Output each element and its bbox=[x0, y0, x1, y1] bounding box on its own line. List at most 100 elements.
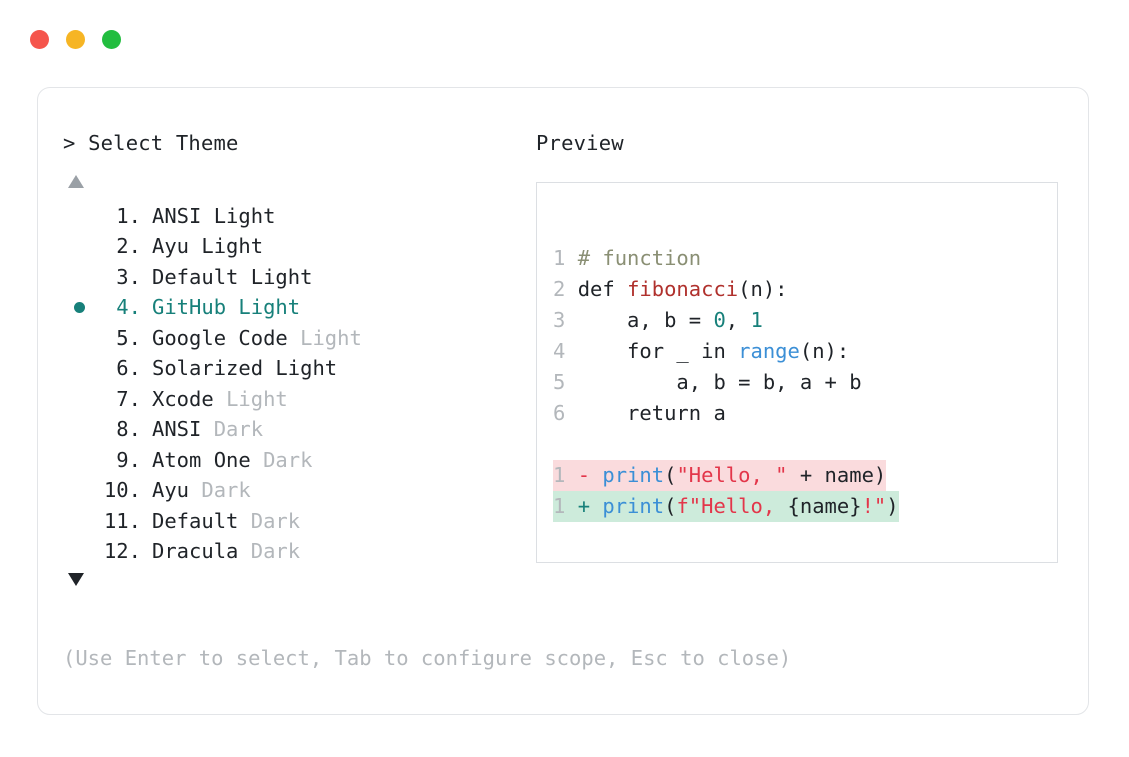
code-token: (n): bbox=[738, 276, 788, 301]
theme-picker-card: > Select Theme 1.ANSI Light 2.Ayu Light … bbox=[37, 87, 1089, 715]
theme-item-index: 7. bbox=[103, 386, 141, 411]
code-line-number: 3 bbox=[553, 307, 578, 332]
code-line-number: 2 bbox=[553, 276, 578, 301]
code-line: 3 a, b = 0, 1 bbox=[553, 305, 899, 336]
code-line: 6 return a bbox=[553, 398, 899, 429]
code-token: ( bbox=[664, 493, 677, 518]
theme-list-item[interactable]: 3. Default Light bbox=[63, 262, 533, 293]
code-line: 2 def fibonacci(n): bbox=[553, 274, 899, 305]
theme-item-variant: Light bbox=[275, 356, 338, 380]
theme-item-index: 6. bbox=[103, 356, 141, 380]
theme-item-name: GitHub bbox=[152, 295, 239, 319]
theme-item-index: 4. bbox=[103, 295, 141, 319]
code-token: f"Hello, bbox=[676, 493, 788, 518]
diff-line-wrapper: 1 + print(f"Hello, {name}!") bbox=[553, 490, 899, 522]
theme-selection-pane: > Select Theme 1.ANSI Light 2.Ayu Light … bbox=[63, 133, 533, 586]
code-line-number: 1 bbox=[553, 462, 578, 487]
theme-item-index: 10. bbox=[103, 478, 141, 502]
code-token: # function bbox=[577, 245, 702, 270]
theme-item-variant: Light bbox=[238, 295, 301, 319]
theme-item-name: Ayu bbox=[152, 478, 202, 502]
theme-item-index: 5. bbox=[103, 325, 141, 350]
triangle-down-icon[interactable] bbox=[68, 572, 84, 586]
code-line-number: 1 bbox=[553, 245, 578, 270]
diff-added-line: 1 + print(f"Hello, {name}!") bbox=[553, 490, 899, 522]
theme-list-item[interactable]: 1.ANSI Light bbox=[63, 201, 533, 232]
theme-item-name: Xcode bbox=[152, 386, 227, 411]
theme-item-name: Google Code bbox=[152, 325, 301, 350]
triangle-up-icon[interactable] bbox=[68, 174, 84, 188]
theme-list-item[interactable]: 7.Xcode Light bbox=[63, 384, 533, 415]
code-token: + name) bbox=[787, 462, 887, 487]
theme-item-variant: Light bbox=[201, 234, 264, 258]
window-minimize-button[interactable] bbox=[66, 30, 85, 49]
theme-list-item[interactable]: 10. Ayu Dark bbox=[63, 475, 533, 506]
code-line-number: 5 bbox=[553, 369, 578, 394]
theme-item-index: 12. bbox=[103, 539, 141, 563]
code-token: for _ in bbox=[577, 338, 739, 363]
keyboard-hint: (Use Enter to select, Tab to configure s… bbox=[63, 646, 792, 670]
theme-item-variant: Dark bbox=[263, 447, 313, 472]
theme-list-item[interactable]: 12.Dracula Dark bbox=[63, 536, 533, 567]
theme-item-name: Default bbox=[152, 264, 251, 289]
diff-marker: - bbox=[577, 462, 603, 487]
theme-list-item[interactable]: 9.Atom One Dark bbox=[63, 445, 533, 476]
page-title: > Select Theme bbox=[63, 131, 239, 155]
theme-list-item[interactable]: 5. Google Code Light bbox=[63, 323, 533, 354]
preview-title: Preview bbox=[536, 131, 624, 155]
code-token: (n): bbox=[799, 338, 850, 363]
theme-list-item[interactable]: 8.ANSI Dark bbox=[63, 414, 533, 445]
theme-item-name: Ayu bbox=[152, 234, 202, 258]
theme-item-index: 3. bbox=[103, 264, 141, 289]
code-line-number: 4 bbox=[553, 338, 578, 363]
theme-list-item[interactable]: 4. GitHub Light bbox=[63, 292, 533, 323]
theme-item-variant: Light bbox=[213, 203, 276, 228]
theme-item-variant: Dark bbox=[250, 508, 301, 533]
theme-list-item[interactable]: 6. Solarized Light bbox=[63, 353, 533, 384]
code-token: a, b = bbox=[577, 307, 714, 332]
theme-item-index: 11. bbox=[103, 508, 141, 533]
code-token: return a bbox=[577, 400, 726, 425]
diff-removed-line: 1 - print("Hello, " + name) bbox=[553, 459, 887, 491]
diff-marker: + bbox=[577, 493, 603, 518]
code-token: print bbox=[602, 493, 665, 518]
theme-item-variant: Dark bbox=[201, 478, 251, 502]
code-line: 1 # function bbox=[553, 243, 899, 274]
code-line: 5 a, b = b, a + b bbox=[553, 367, 899, 398]
diff-line-wrapper: 1 - print("Hello, " + name) bbox=[553, 459, 899, 491]
theme-item-name: Dracula bbox=[152, 539, 251, 563]
theme-item-index: 2. bbox=[103, 234, 141, 258]
theme-item-index: 8. bbox=[103, 417, 141, 441]
code-line-number: 1 bbox=[553, 493, 578, 518]
code-token: ( bbox=[664, 462, 677, 487]
code-token: "Hello, " bbox=[676, 462, 788, 487]
window-close-button[interactable] bbox=[30, 30, 49, 49]
code-token: , bbox=[725, 307, 751, 332]
code-token: 0 bbox=[713, 307, 726, 332]
code-line: 4 for _ in range(n): bbox=[553, 336, 899, 367]
selected-bullet-icon bbox=[73, 301, 85, 313]
diff-block: 1 - print("Hello, " + name)1 + print(f"H… bbox=[553, 459, 899, 522]
code-token: def bbox=[577, 276, 628, 301]
code-token: range bbox=[738, 338, 800, 363]
theme-list-item[interactable]: 11.Default Dark bbox=[63, 506, 533, 537]
code-token: a, b = b, a + b bbox=[577, 369, 862, 394]
theme-item-index: 9. bbox=[103, 447, 141, 472]
theme-item-variant: Light bbox=[250, 264, 313, 289]
code-token: print bbox=[602, 462, 665, 487]
selection-bullet-slot bbox=[63, 301, 95, 313]
theme-list-item[interactable]: 2. Ayu Light bbox=[63, 231, 533, 262]
theme-item-index: 1. bbox=[103, 203, 141, 228]
theme-item-variant: Light bbox=[300, 325, 362, 350]
code-token: {name} bbox=[787, 493, 862, 518]
window-maximize-button[interactable] bbox=[102, 30, 121, 49]
window-titlebar bbox=[30, 30, 121, 49]
theme-list: 1.ANSI Light 2.Ayu Light 3.Default Light… bbox=[63, 201, 533, 567]
theme-item-name: Solarized bbox=[152, 356, 276, 380]
theme-item-name: ANSI bbox=[152, 417, 214, 441]
code-token: ) bbox=[886, 493, 899, 518]
code-token: !" bbox=[861, 493, 887, 518]
